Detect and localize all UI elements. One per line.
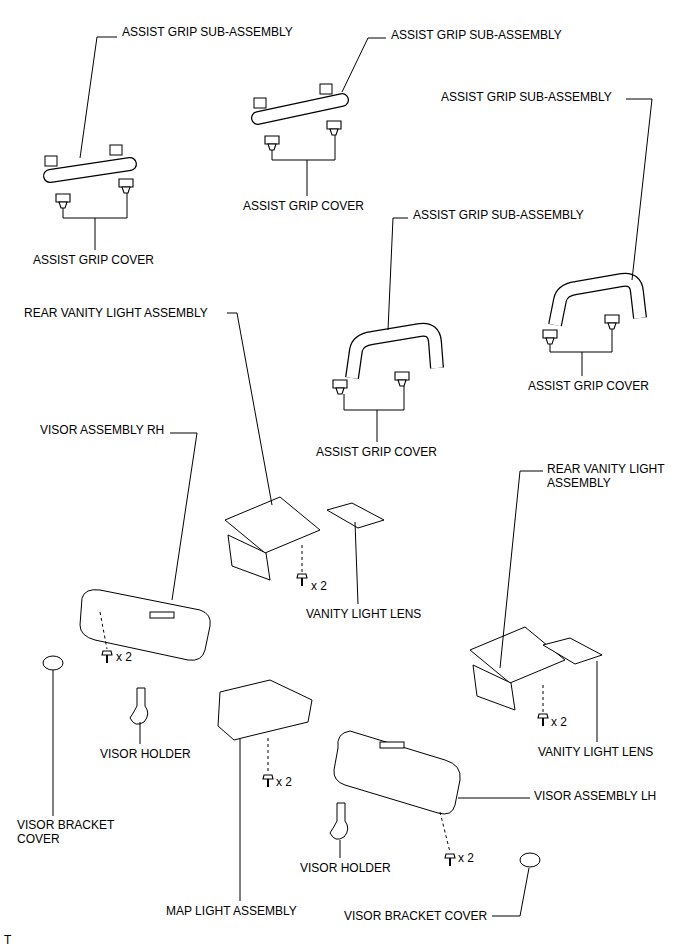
quantity-mark: x 2 xyxy=(458,851,474,865)
quantity-mark: x 2 xyxy=(551,715,567,729)
part-label: REAR VANITY LIGHT ASSEMBLY xyxy=(24,306,208,320)
part-label: VANITY LIGHT LENS xyxy=(538,745,653,759)
quantity-mark: x 2 xyxy=(116,650,132,664)
part-label: VISOR ASSEMBLY LH xyxy=(534,789,656,803)
part-label: REAR VANITY LIGHT ASSEMBLY xyxy=(547,462,682,490)
figure-code: T xyxy=(4,933,11,947)
part-label: ASSIST GRIP COVER xyxy=(316,445,437,459)
part-label: ASSIST GRIP SUB-ASSEMBLY xyxy=(413,208,584,222)
part-label: VANITY LIGHT LENS xyxy=(306,607,421,621)
part-label: ASSIST GRIP SUB-ASSEMBLY xyxy=(391,28,562,42)
part-label: MAP LIGHT ASSEMBLY xyxy=(166,904,297,918)
part-label: VISOR HOLDER xyxy=(100,747,191,761)
part-label: VISOR HOLDER xyxy=(300,861,391,875)
part-label: VISOR BRACKET COVER xyxy=(344,909,487,923)
part-label: VISOR BRACKET COVER xyxy=(17,818,132,846)
part-label: ASSIST GRIP COVER xyxy=(33,253,154,267)
part-label: ASSIST GRIP COVER xyxy=(528,379,649,393)
quantity-mark: x 2 xyxy=(311,579,327,593)
quantity-mark: x 2 xyxy=(276,775,292,789)
part-label: VISOR ASSEMBLY RH xyxy=(40,423,164,437)
part-label: ASSIST GRIP SUB-ASSEMBLY xyxy=(122,25,293,39)
part-label: ASSIST GRIP SUB-ASSEMBLY xyxy=(441,90,612,104)
part-label: ASSIST GRIP COVER xyxy=(243,199,364,213)
